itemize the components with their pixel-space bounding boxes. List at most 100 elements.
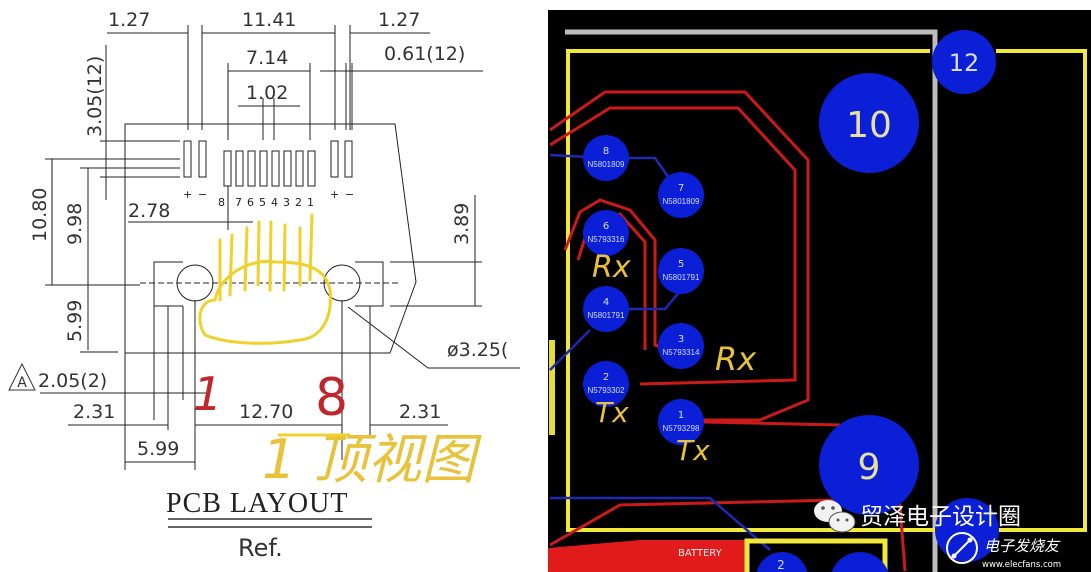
pad-number: 1: [678, 410, 684, 421]
svg-text:10: 10: [846, 105, 892, 146]
pcb-board-view: 12 10 9 8N58018097N58018096N57933165N580…: [548, 0, 1091, 572]
battery-trace: [548, 540, 745, 572]
pad-number: 7: [678, 183, 684, 194]
handwritten-rx: Rx: [592, 250, 631, 285]
handwritten-pin1: 1: [193, 367, 222, 421]
elecfans-logo-icon: [946, 532, 978, 564]
dim-label: 9.98: [64, 203, 86, 245]
pad-circle: [583, 361, 629, 407]
dimension-lines: [40, 32, 520, 463]
dim-label: 1.02: [246, 82, 288, 104]
bottom-pad: [831, 551, 889, 572]
svg-text:12: 12: [949, 49, 980, 77]
pad-number: 8: [603, 146, 609, 157]
pad-circle: [583, 286, 629, 332]
connector-outline: [124, 123, 417, 354]
pad-net-name: N5793314: [663, 348, 700, 357]
pad-number: 6: [603, 221, 609, 232]
watermark-logo-text: 电子发烧友: [984, 537, 1061, 555]
pad-number: 3: [678, 334, 684, 345]
watermark-url: www.elecfans.com: [982, 560, 1061, 570]
pin-label: 2: [295, 196, 302, 209]
dim-label: 5.99: [64, 300, 86, 342]
pad-number: 4: [603, 297, 609, 308]
pin-label: 5: [259, 196, 266, 209]
polarity-label: +: [330, 188, 339, 201]
board-outline: [565, 29, 938, 572]
pad-circle: [583, 135, 629, 181]
bottom-pad-num: 2: [777, 558, 785, 572]
pad-number: 5: [678, 259, 684, 270]
watermark: 贸泽电子设计圈 电子发烧友 www.elecfans.com: [814, 500, 1061, 570]
dim-label: 1.27: [378, 9, 420, 31]
pad-circle: [658, 172, 704, 218]
footprint-pads: [183, 140, 353, 187]
handwritten-scribble: [198, 213, 332, 345]
pad-net-name: N5801791: [588, 311, 625, 320]
pin-label: 1: [307, 196, 314, 209]
pin-label: 8: [218, 196, 225, 209]
dim-label: 2.05(2): [38, 370, 107, 392]
dim-label: 5.99: [137, 438, 179, 460]
pin-label: 4: [271, 196, 278, 209]
pad-net-name: N5801791: [663, 273, 700, 282]
pad-net-name: N5793302: [588, 386, 625, 395]
drawing-subtitle: Ref.: [238, 534, 283, 562]
drawing-title: PCB LAYOUT: [166, 488, 348, 519]
handwritten-tx: Tx: [676, 434, 710, 467]
pad-net-name: N5793316: [588, 235, 625, 244]
handwritten-rx: Rx: [715, 340, 757, 378]
pad-circle: [658, 323, 704, 369]
dim-label: 2.31: [73, 401, 115, 423]
handwritten-caption: 1 顶视图: [262, 428, 483, 491]
dim-label: 7.14: [246, 47, 288, 69]
dim-label: 3.05(12): [84, 56, 106, 137]
pad-net-name: N5801809: [663, 197, 700, 206]
mount-pad-10: 10: [819, 73, 919, 173]
pin-label: 3: [283, 196, 290, 209]
dim-label: 2.78: [128, 200, 170, 222]
handwritten-tx: Tx: [595, 396, 629, 429]
pcb-layout-drawing: + − + − 8 7 6 5 4 3 2 1 1.27 11.41 1.27 …: [8, 9, 520, 562]
dim-label: 0.61(12): [384, 43, 465, 65]
pad-circle: [658, 399, 704, 445]
datum-a-symbol: A: [8, 362, 36, 391]
wechat-icon: [814, 500, 856, 533]
pad-net-name: N5801809: [588, 160, 625, 169]
polarity-label: −: [345, 188, 354, 201]
pad-circle: [658, 248, 704, 294]
svg-text:A: A: [17, 375, 27, 391]
dim-label: 11.41: [242, 9, 296, 31]
mount-pad-9: 9: [819, 415, 919, 515]
silkscreen-mark: [549, 340, 555, 435]
pad-circle: [583, 210, 629, 256]
polarity-label: +: [183, 188, 192, 201]
handwritten-pin8: 8: [315, 368, 348, 428]
mount-pad-partial: [935, 498, 999, 562]
pad-number: 2: [603, 372, 609, 383]
dim-label: 2.31: [399, 401, 441, 423]
connector-silkscreen: [566, 49, 1087, 532]
pin-label: 7: [235, 196, 242, 209]
dim-label: 10.80: [29, 188, 51, 242]
mount-pad-12: 12: [932, 30, 996, 94]
svg-text:9: 9: [858, 447, 881, 488]
dim-label: 12.70: [239, 401, 293, 423]
dim-label: 1.27: [108, 9, 150, 31]
battery-label: BATTERY: [678, 548, 723, 559]
silkscreen-box: [744, 538, 888, 572]
watermark-channel: 贸泽电子设计圈: [860, 504, 1021, 530]
signal-pads: 8N58018097N58018096N57933165N58017914N58…: [583, 135, 704, 445]
pin-label: 6: [247, 196, 254, 209]
pad-net-name: N5793298: [663, 424, 700, 433]
polarity-label: −: [198, 188, 207, 201]
